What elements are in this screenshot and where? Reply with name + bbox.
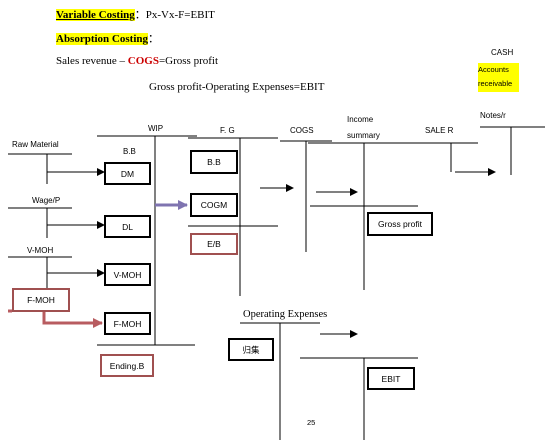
accounts-line: Accounts	[478, 65, 509, 74]
receivable-line: receivable	[478, 79, 513, 88]
wip-title: WIP	[148, 124, 164, 133]
sales-cogs: COGS	[127, 55, 159, 67]
sales-suffix: =Gross profit	[158, 55, 219, 67]
variable-colon: ：	[134, 9, 146, 21]
eb-box: E/B	[190, 233, 238, 255]
accounts-receivable-box: Accounts receivable	[478, 63, 519, 92]
variable-costing-line: Variable Costing：Px-Vx-F=EBIT	[56, 6, 215, 22]
red-arrow	[42, 312, 103, 328]
sale-r-title: SALE R	[425, 126, 454, 135]
gross-profit-box: Gross profit	[367, 212, 433, 236]
vmoh-title: V-MOH	[27, 246, 54, 255]
operating-expenses-title: Operating Expenses	[243, 309, 328, 320]
ebit-box: EBIT	[367, 367, 415, 390]
ebit-formula: Gross profit-Operating Expenses=EBIT	[149, 81, 325, 93]
wip-fmoh-box: F-MOH	[104, 312, 151, 335]
absorption-costing-line: Absorption Costing：	[56, 30, 159, 46]
variable-formula: Px-Vx-F=EBIT	[145, 9, 215, 21]
sales-prefix: Sales revenue –	[56, 55, 128, 67]
cogs-title: COGS	[290, 126, 314, 135]
wage-title: Wage/P	[32, 196, 61, 205]
guiji-box: 归集	[228, 338, 274, 361]
fg-bb-box: B.B	[190, 150, 238, 174]
dl-box: DL	[104, 215, 151, 238]
fmoh-left-box: F-MOH	[12, 288, 70, 312]
income-title-line1: Income	[347, 115, 374, 124]
notes-receivable-title: Notes/r	[480, 111, 506, 120]
absorption-costing-label: Absorption Costing	[56, 33, 148, 45]
vmoh-box: V-MOH	[104, 263, 151, 286]
variable-costing-label: Variable Costing	[56, 9, 135, 21]
wip-bb-label: B.B	[123, 147, 136, 156]
ending-balance-box: Ending.B	[100, 354, 154, 377]
raw-material-title: Raw Material	[12, 140, 59, 149]
page-number: 25	[307, 418, 316, 427]
income-title-line2: summary	[347, 131, 380, 140]
absorption-colon: ：	[148, 33, 159, 45]
fg-title: F. G	[220, 126, 235, 135]
dm-box: DM	[104, 162, 151, 185]
cash-label: CASH	[491, 48, 514, 57]
sales-revenue-line: Sales revenue – COGS=Gross profit	[56, 55, 218, 67]
cogm-box: COGM	[190, 193, 238, 217]
